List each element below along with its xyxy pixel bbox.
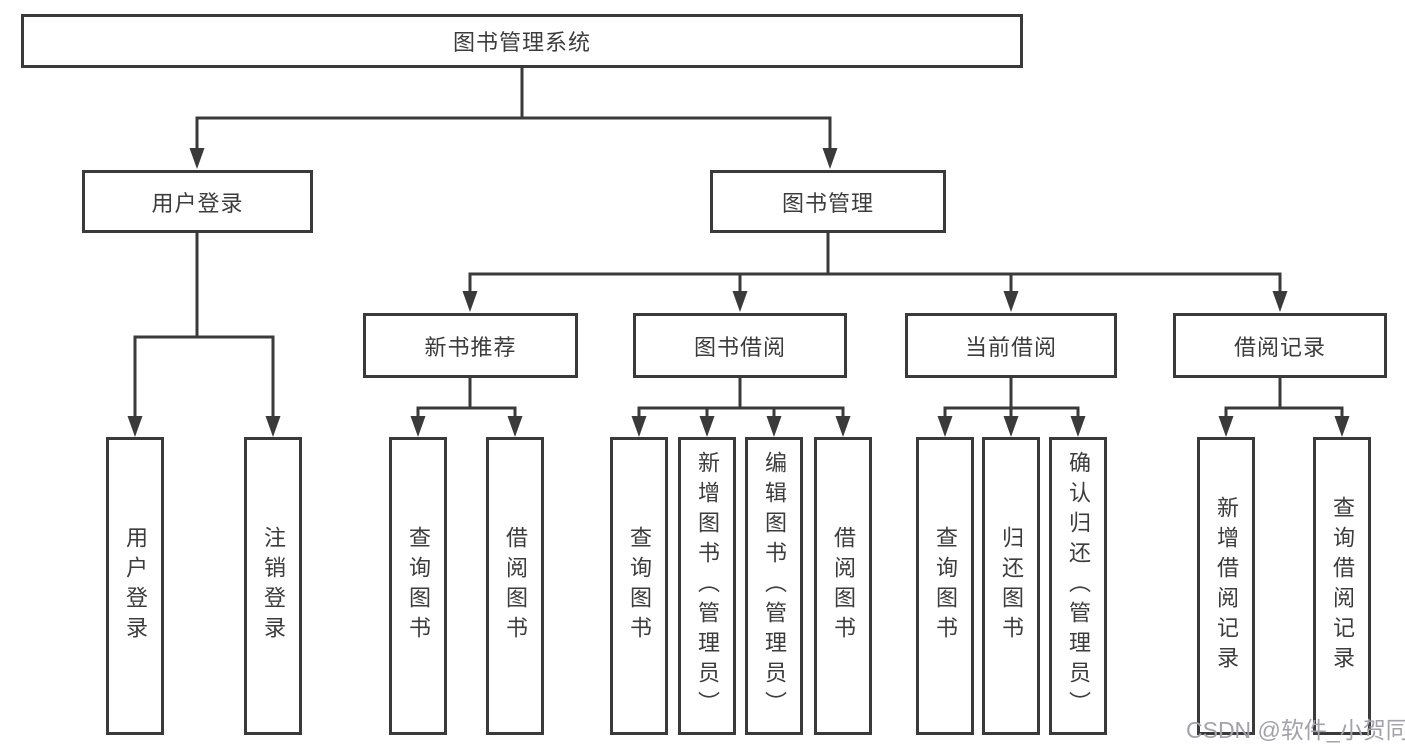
leaf-label: 确认归还（管理员） <box>1066 451 1091 721</box>
node-label: 图书管理系统 <box>452 30 591 55</box>
leaf-label: 查询图书 <box>627 526 652 646</box>
node-label: 图书管理 <box>781 190 874 216</box>
node-user-login: 用户登录 <box>82 170 313 233</box>
leaf-edit-books-admin: 编辑图书（管理员） <box>745 437 803 735</box>
leaf-label: 查询图书 <box>933 526 958 646</box>
leaf-confirm-return-admin: 确认归还（管理员） <box>1049 437 1107 735</box>
leaf-label: 新增借阅记录 <box>1214 496 1239 676</box>
node-label: 新书推荐 <box>424 334 517 360</box>
leaf-add-books-admin: 新增图书（管理员） <box>678 437 736 735</box>
leaf-label: 归还图书 <box>999 526 1024 646</box>
leaf-user-login: 用户登录 <box>106 437 164 735</box>
node-library-management-system: 图书管理系统 <box>21 14 1023 68</box>
leaf-label: 新增图书（管理员） <box>695 451 720 721</box>
leaf-label: 借阅图书 <box>831 526 856 646</box>
node-label: 图书借阅 <box>693 334 786 360</box>
node-book-management: 图书管理 <box>710 170 946 233</box>
node-book-borrowing: 图书借阅 <box>633 313 847 378</box>
node-borrowing-records: 借阅记录 <box>1173 313 1387 378</box>
leaf-borrow-books-recommend: 借阅图书 <box>486 437 544 735</box>
node-label: 用户登录 <box>151 190 244 216</box>
node-label: 借阅记录 <box>1233 334 1326 360</box>
node-new-book-recommendation: 新书推荐 <box>363 313 578 378</box>
leaf-label: 编辑图书（管理员） <box>762 451 787 721</box>
leaf-borrow-books-borrowing: 借阅图书 <box>814 437 872 735</box>
leaf-label: 查询图书 <box>406 526 431 646</box>
leaf-logout-login: 注销登录 <box>244 437 302 735</box>
leaf-query-books-current: 查询图书 <box>916 437 974 735</box>
leaf-label: 查询借阅记录 <box>1330 496 1355 676</box>
leaf-query-books-borrowing: 查询图书 <box>610 437 668 735</box>
node-current-borrowing: 当前借阅 <box>905 313 1117 378</box>
leaf-label: 用户登录 <box>123 526 148 646</box>
node-label: 当前借阅 <box>964 334 1057 360</box>
leaf-return-books: 归还图书 <box>982 437 1040 735</box>
leaf-label: 注销登录 <box>261 526 286 646</box>
leaf-query-borrow-record: 查询借阅记录 <box>1313 437 1371 735</box>
leaf-label: 借阅图书 <box>503 526 528 646</box>
watermark: CSDN @软件_小贺同学 <box>1186 717 1405 743</box>
leaf-add-borrow-record: 新增借阅记录 <box>1197 437 1255 735</box>
leaf-query-books-recommend: 查询图书 <box>389 437 447 735</box>
